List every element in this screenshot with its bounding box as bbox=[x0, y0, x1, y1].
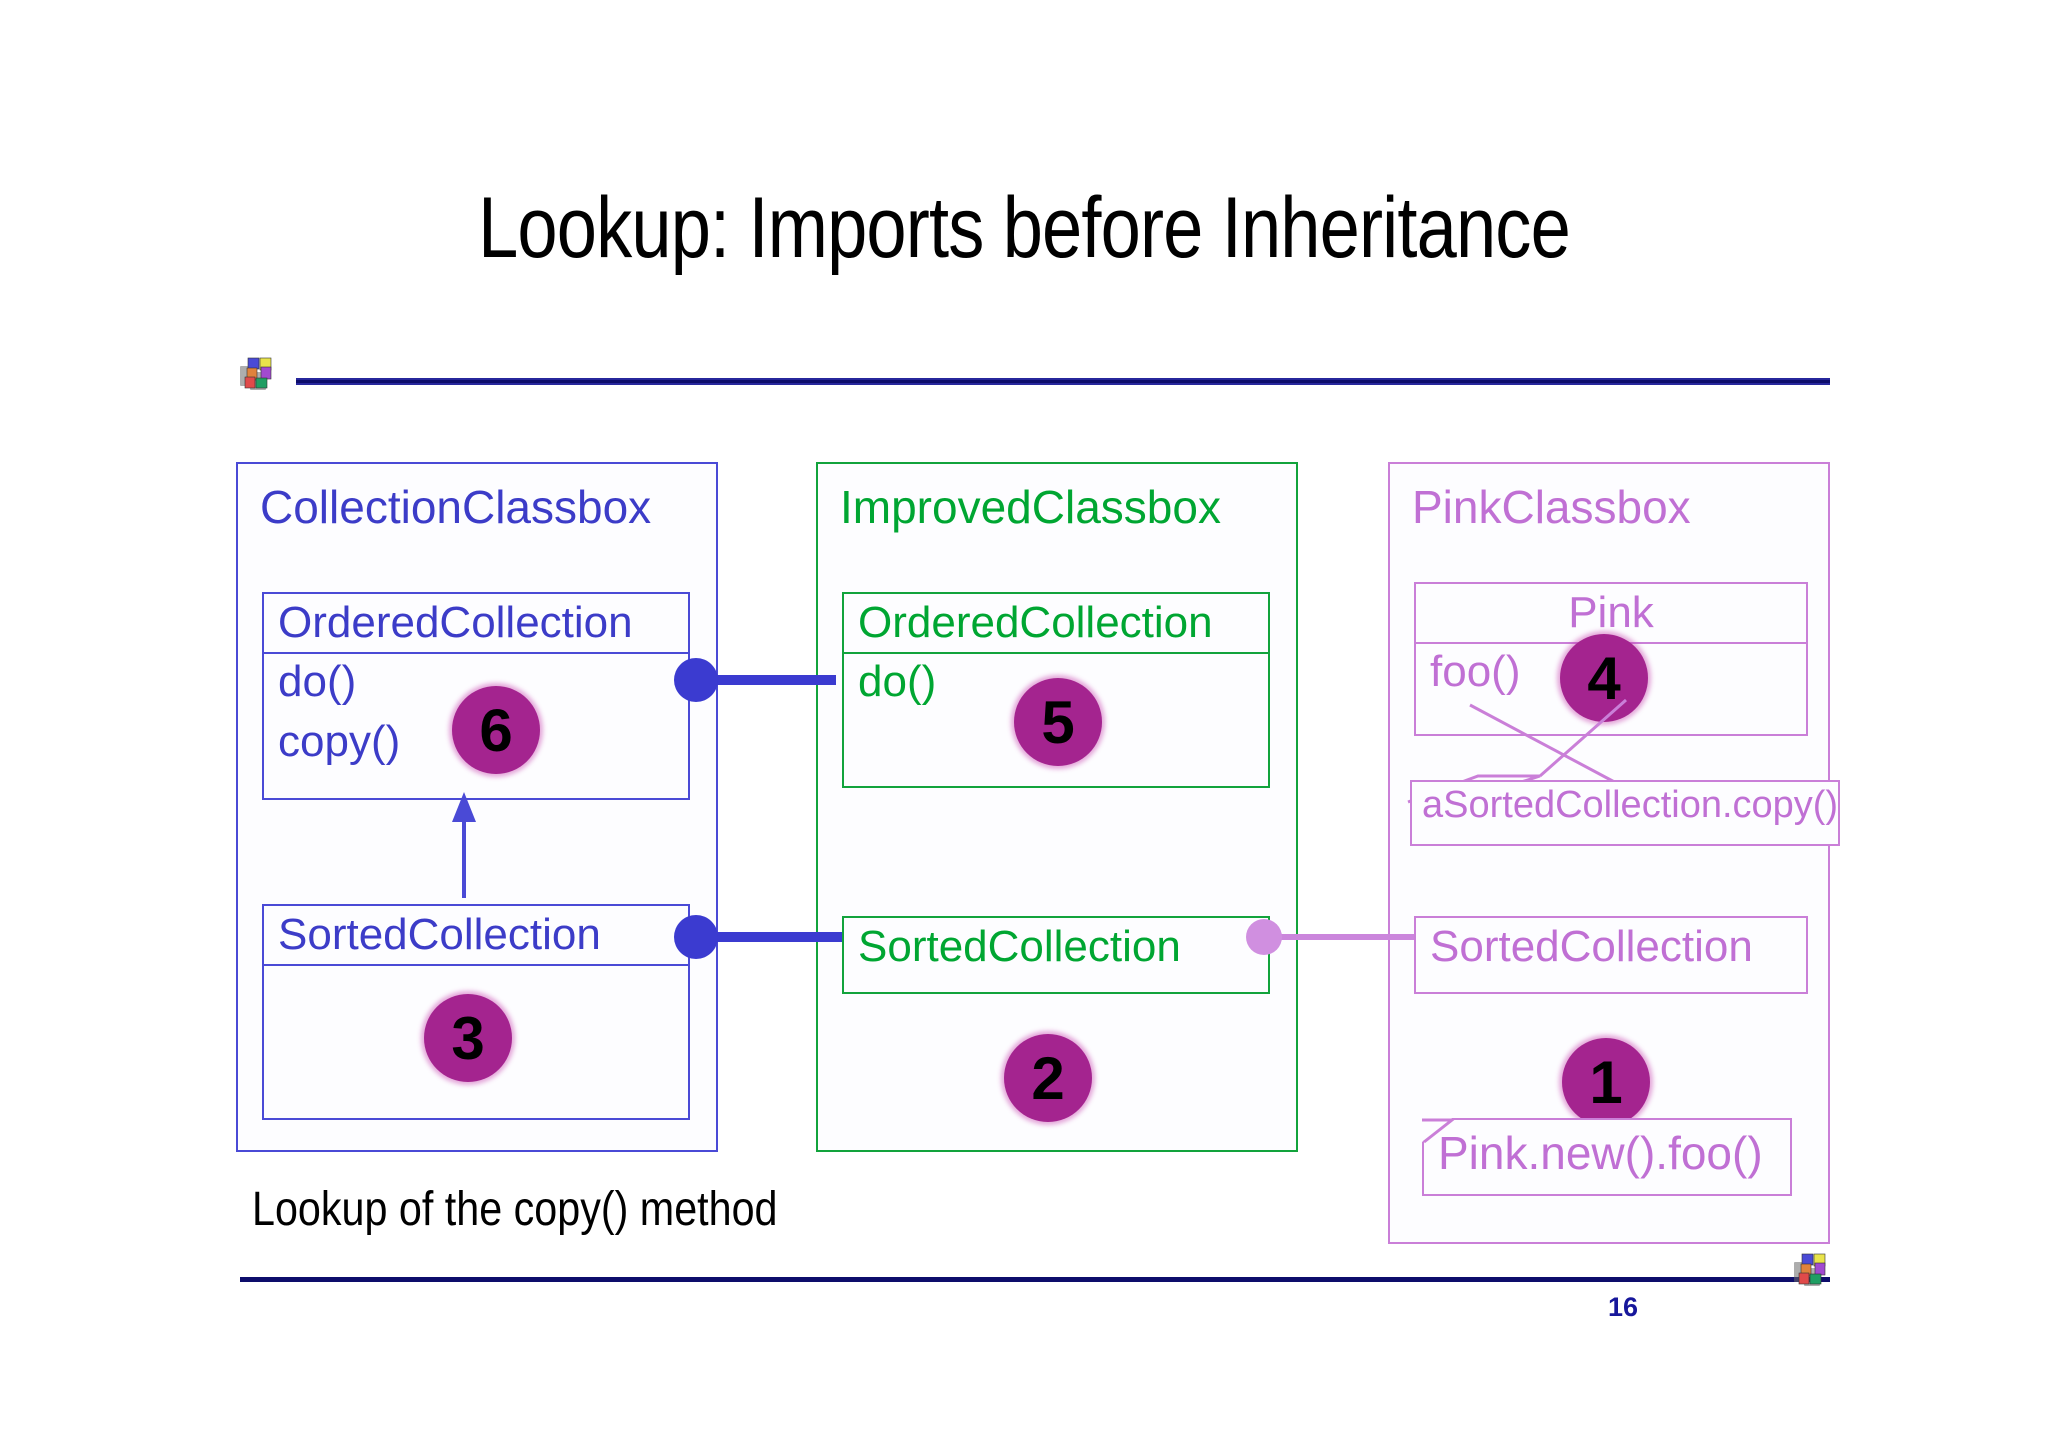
class-name: SortedCollection bbox=[278, 910, 601, 959]
header-divider bbox=[296, 378, 1830, 385]
class-name: OrderedCollection bbox=[278, 598, 633, 647]
class-name: SortedCollection bbox=[858, 922, 1181, 971]
class-sortedcollection-pink[interactable]: SortedCollection bbox=[1414, 916, 1808, 994]
class-methods: foo() bbox=[1416, 644, 1806, 730]
class-header: SortedCollection bbox=[1416, 918, 1806, 978]
method-do: do() bbox=[858, 657, 937, 706]
connector-orderedcollection-import bbox=[710, 675, 836, 685]
note-fold-icon bbox=[1422, 1118, 1456, 1144]
classbox-title: PinkClassbox bbox=[1412, 481, 1691, 533]
colored-cubes-logo-icon bbox=[240, 357, 272, 390]
classbox-title: CollectionClassbox bbox=[260, 481, 652, 533]
classbox-pinkclassbox[interactable]: PinkClassbox Pink foo() 4 SortedCollecti… bbox=[1388, 462, 1830, 1244]
note-pink-new-foo[interactable]: Pink.new().foo() bbox=[1422, 1118, 1792, 1196]
note-text: aSortedCollection.copy() bbox=[1422, 784, 1839, 826]
classbox-collectionclassbox[interactable]: CollectionClassbox OrderedCollection do(… bbox=[236, 462, 718, 1152]
class-header: OrderedCollection bbox=[264, 594, 688, 654]
method-foo: foo() bbox=[1430, 647, 1521, 696]
class-header: SortedCollection bbox=[264, 906, 688, 966]
class-methods: 3 bbox=[264, 966, 688, 1114]
slide-caption: Lookup of the copy() method bbox=[252, 1183, 778, 1236]
method-copy: copy() bbox=[278, 717, 401, 766]
footer-divider bbox=[240, 1277, 1830, 1282]
class-name: OrderedCollection bbox=[858, 598, 1213, 647]
step-badge-3: 3 bbox=[424, 994, 512, 1082]
class-orderedcollection-blue[interactable]: OrderedCollection do() copy() 6 bbox=[262, 592, 690, 800]
class-methods: do() 5 bbox=[844, 654, 1268, 782]
step-badge-5: 5 bbox=[1014, 678, 1102, 766]
step-badge-4: 4 bbox=[1560, 634, 1648, 722]
class-orderedcollection-green[interactable]: OrderedCollection do() 5 bbox=[842, 592, 1270, 788]
connector-sortedcollection-import bbox=[710, 932, 842, 942]
class-header: OrderedCollection bbox=[844, 594, 1268, 654]
step-badge-6: 6 bbox=[452, 686, 540, 774]
note-text: Pink.new().foo() bbox=[1438, 1127, 1763, 1179]
note-asortedcollection-copy[interactable]: aSortedCollection.copy() bbox=[1410, 780, 1840, 846]
class-methods: do() copy() 6 bbox=[264, 654, 688, 794]
class-name: Pink bbox=[1568, 588, 1654, 637]
classbox-title: ImprovedClassbox bbox=[840, 481, 1221, 533]
connector-dot-blue-oc bbox=[674, 658, 718, 702]
classbox-improvedclassbox[interactable]: ImprovedClassbox OrderedCollection do() … bbox=[816, 462, 1298, 1152]
step-badge-2: 2 bbox=[1004, 1034, 1092, 1122]
method-do: do() bbox=[278, 657, 357, 706]
class-name: SortedCollection bbox=[1430, 922, 1753, 971]
step-badge-1: 1 bbox=[1562, 1038, 1650, 1126]
page-title: Lookup: Imports before Inheritance bbox=[478, 180, 1571, 276]
connector-dot-pink-sc bbox=[1246, 919, 1282, 955]
page-number: 16 bbox=[1608, 1292, 1639, 1322]
class-header: SortedCollection bbox=[844, 918, 1268, 978]
colored-cubes-logo-icon bbox=[1794, 1253, 1826, 1286]
class-sortedcollection-green[interactable]: SortedCollection bbox=[842, 916, 1270, 994]
class-sortedcollection-blue[interactable]: SortedCollection 3 bbox=[262, 904, 690, 1120]
connector-dot-blue-sc bbox=[674, 915, 718, 959]
connector-sortedcollection-pink-import bbox=[1264, 934, 1414, 940]
